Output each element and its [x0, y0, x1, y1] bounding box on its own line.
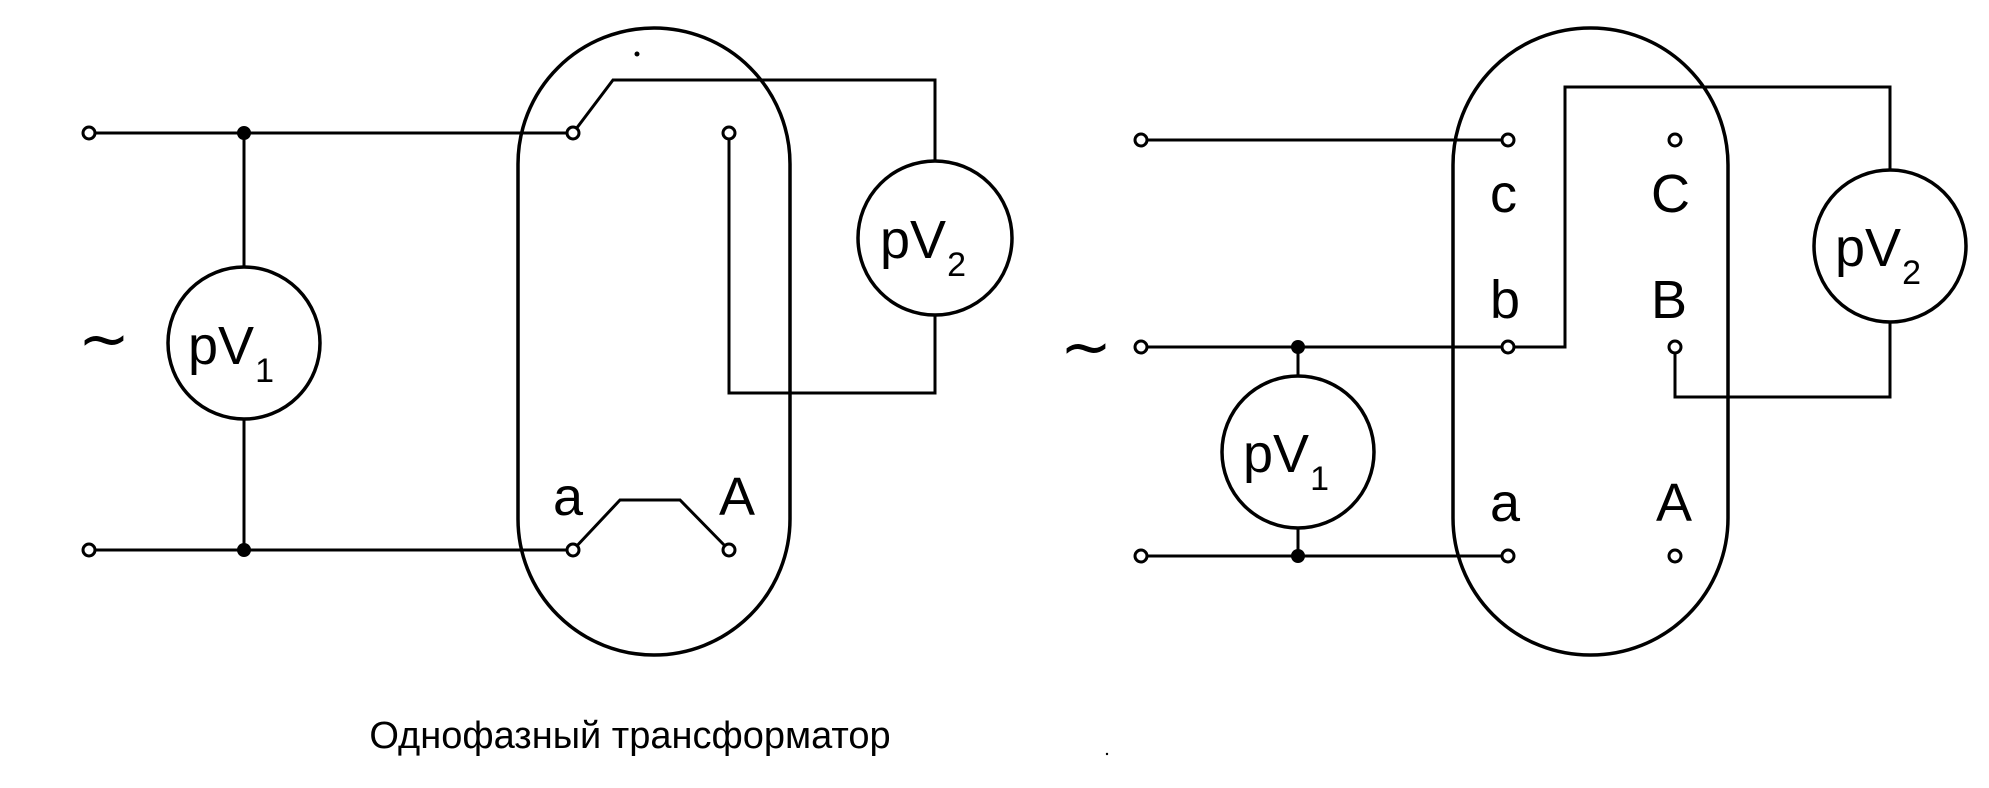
left-label-A: A	[719, 467, 755, 527]
left-pv1-meter	[166, 265, 322, 421]
right-node-bottom	[1291, 549, 1305, 563]
right-supply-terminal-a	[1133, 548, 1149, 564]
right-transformer-body	[1451, 26, 1730, 657]
left-pv2-wire-top	[571, 78, 937, 160]
left-pv2-label: pV2	[880, 210, 966, 284]
right-supply-terminal-c	[1133, 132, 1149, 148]
right-label-a: a	[1490, 473, 1521, 533]
right-pv1-label: pV1	[1243, 424, 1329, 498]
left-terminal-x	[565, 125, 581, 141]
left-terminal-X	[721, 125, 737, 141]
left-terminal-A	[721, 542, 737, 558]
right-label-A: A	[1656, 473, 1692, 533]
right-terminal-C	[1667, 132, 1683, 148]
left-supply-terminal-bottom	[81, 542, 97, 558]
left-source-symbol: ~	[78, 302, 130, 375]
left-node-top	[237, 126, 251, 140]
left-node-bottom	[237, 543, 251, 557]
left-supply-terminal-top	[81, 125, 97, 141]
right-terminal-B	[1667, 339, 1683, 355]
right-pv2-wire-bottom	[1673, 321, 1892, 399]
right-stray-dot	[1105, 752, 1109, 756]
diagram-caption: Однофазный трансформатор	[369, 715, 890, 757]
right-pv2-meter	[1812, 168, 1968, 324]
left-pv1-prefix: pV	[188, 316, 254, 376]
left-terminal-a	[565, 542, 581, 558]
right-label-b: b	[1490, 270, 1520, 330]
right-label-c: c	[1490, 164, 1517, 224]
right-terminal-c	[1500, 132, 1516, 148]
right-source-symbol: ~	[1060, 310, 1112, 383]
right-supply-terminal-b	[1133, 339, 1149, 355]
right-label-B: B	[1651, 270, 1687, 330]
left-circuit: ~ a A pV1 pV2	[78, 26, 1014, 657]
right-pv1-prefix: pV	[1243, 424, 1309, 484]
left-pv2-meter	[856, 159, 1014, 317]
right-pv2-label: pV2	[1835, 218, 1921, 292]
left-jumper-aA	[571, 498, 731, 552]
left-transformer-body	[516, 26, 792, 657]
right-terminal-a	[1500, 548, 1516, 564]
left-pv2-wire-bottom	[727, 133, 937, 395]
right-pv2-prefix: pV	[1835, 218, 1901, 278]
left-label-a: a	[553, 467, 584, 527]
right-pv1-meter	[1220, 374, 1376, 530]
left-pv2-sub: 2	[947, 246, 966, 284]
right-terminal-b	[1500, 339, 1516, 355]
right-pv2-sub: 2	[1902, 254, 1921, 292]
right-label-C: C	[1651, 164, 1690, 224]
right-pv2-wire-top	[1508, 85, 1892, 349]
left-pv1-label: pV1	[188, 316, 274, 390]
right-terminal-A	[1667, 548, 1683, 564]
right-circuit: ~ c C b B a A pV1 pV2	[1060, 26, 1968, 756]
left-pv2-prefix: pV	[880, 210, 946, 270]
right-node-top	[1291, 340, 1305, 354]
left-top-dot	[634, 51, 640, 57]
right-pv1-sub: 1	[1310, 460, 1329, 498]
left-pv1-sub: 1	[255, 352, 274, 390]
